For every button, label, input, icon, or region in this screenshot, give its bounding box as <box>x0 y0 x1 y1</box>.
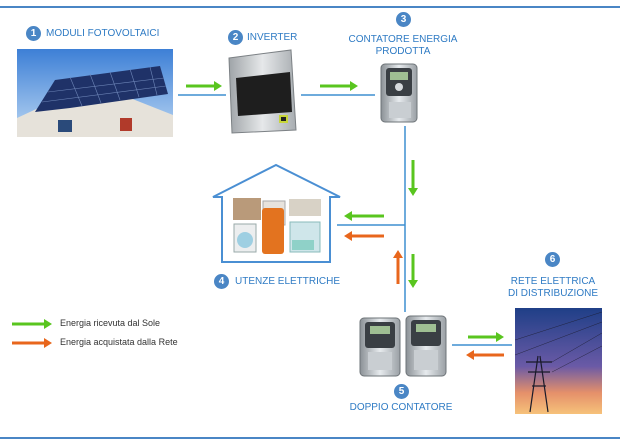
green-arrow <box>468 332 504 342</box>
step-label-grid: RETE ELETTRICA DI DISTRIBUZIONE <box>497 276 609 300</box>
legend-sun-energy: Energia ricevuta dal Sole <box>60 318 161 328</box>
step-label-line: PRODOTTA <box>375 46 431 57</box>
step-label-line: RETE ELETTRICA <box>510 276 596 287</box>
orange-arrow <box>466 350 504 360</box>
green-arrow <box>344 211 384 221</box>
bottom-rule <box>0 437 620 439</box>
step-label-double-meter: DOPPIO CONTATORE <box>349 402 453 413</box>
legend-orange-arrow <box>12 338 52 348</box>
step-number-badge: 4 <box>214 274 229 289</box>
legend-grid-energy: Energia acquistata dalla Rete <box>60 337 178 347</box>
step-number-badge: 2 <box>228 30 243 45</box>
solar-panels-image <box>17 49 173 137</box>
step-number-badge: 3 <box>396 12 411 27</box>
orange-arrow <box>344 231 384 241</box>
green-arrow <box>408 160 418 196</box>
top-rule <box>0 6 620 8</box>
green-arrow <box>320 81 358 91</box>
step-number-badge: 1 <box>26 26 41 41</box>
green-arrow <box>186 81 222 91</box>
power-grid-image <box>514 308 603 414</box>
step-label-solar-modules: MODULI FOTOVOLTAICI <box>46 28 160 39</box>
production-meter-image <box>380 63 418 123</box>
legend-green-arrow <box>12 319 52 329</box>
house-appliances-image <box>212 163 341 263</box>
green-arrow <box>408 254 418 288</box>
step-label-production-meter: CONTATORE ENERGIA PRODOTTA <box>343 34 463 58</box>
step-label-inverter: INVERTER <box>247 32 298 43</box>
step-label-line: DI DISTRIBUZIONE <box>507 288 598 299</box>
orange-arrow <box>393 250 403 284</box>
step-label-electrical-loads: UTENZE ELETTRICHE <box>235 276 341 287</box>
inverter-image <box>228 49 297 134</box>
step-number-badge: 6 <box>545 252 560 267</box>
double-meter-image <box>359 315 447 377</box>
step-number-badge: 5 <box>394 384 409 399</box>
step-label-line: CONTATORE ENERGIA <box>348 34 458 45</box>
